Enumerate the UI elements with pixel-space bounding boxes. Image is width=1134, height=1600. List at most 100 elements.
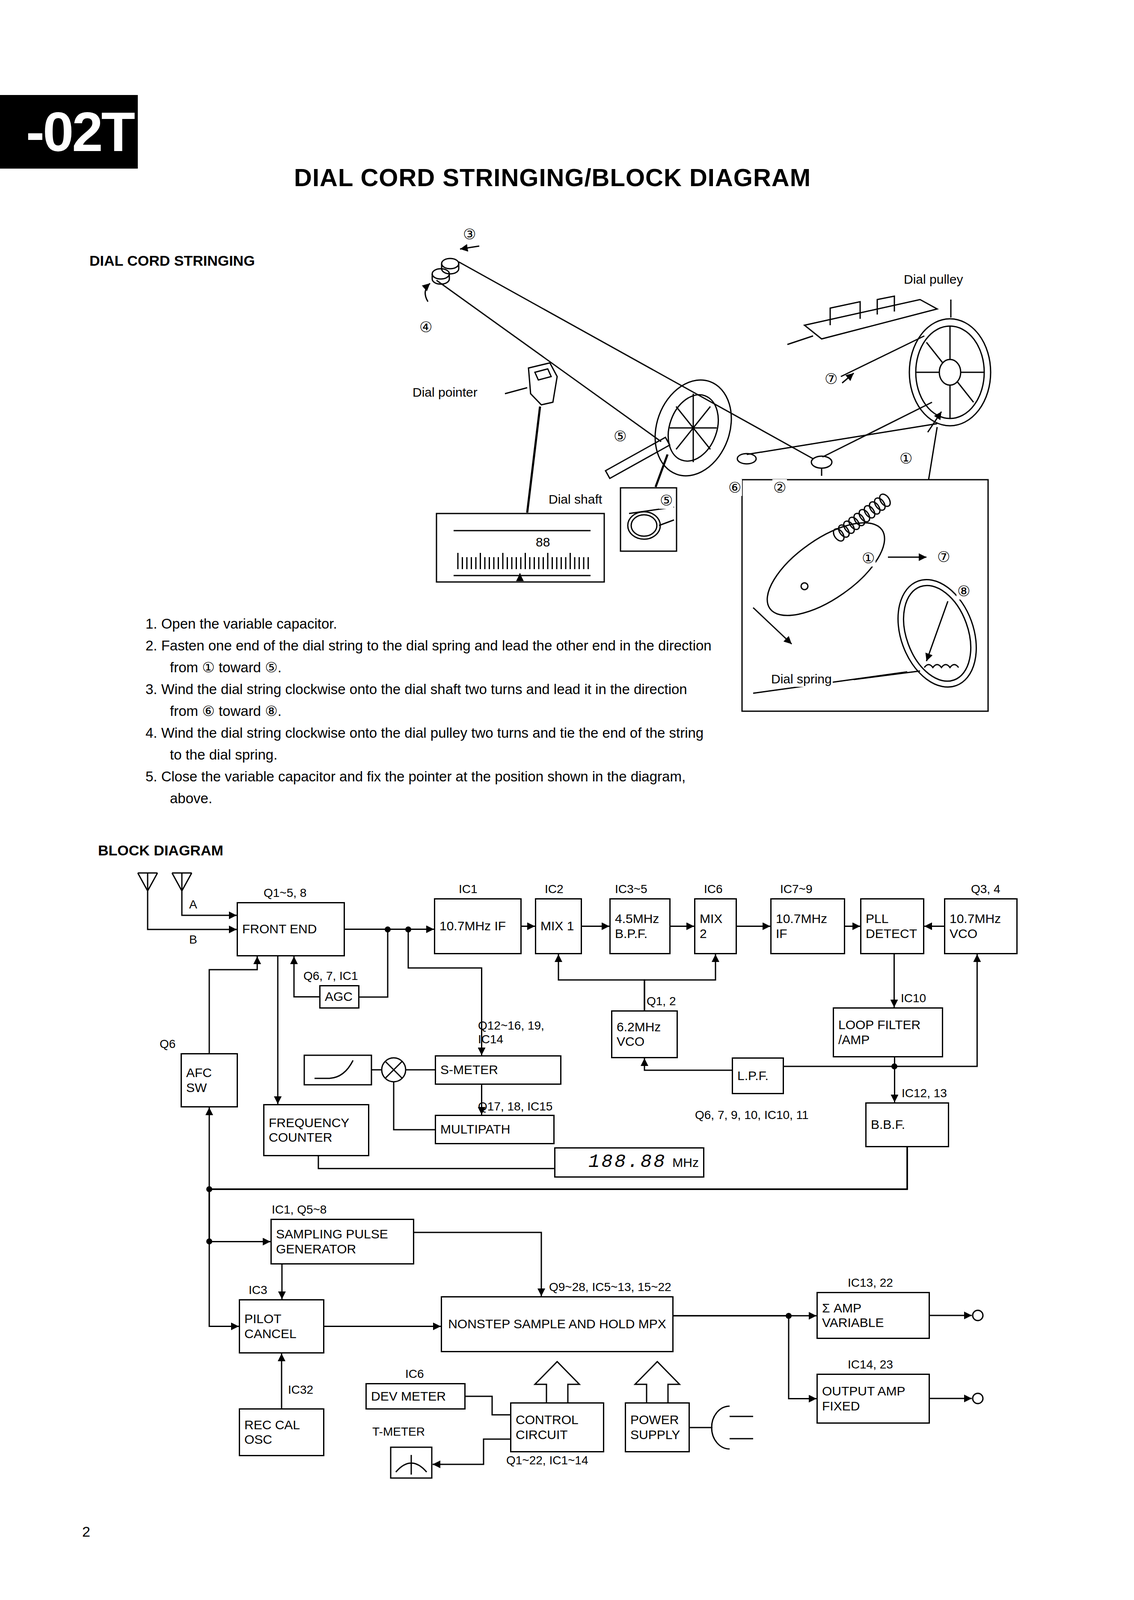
instruction-step: 1. Open the variable capacitor. — [145, 612, 715, 635]
scale-tick — [461, 557, 464, 570]
dial-pulley — [909, 318, 991, 426]
text-label: ⑤ — [659, 492, 674, 509]
scale-tick — [515, 557, 517, 570]
block-box: IC1, Q5~8SAMPLING PULSE GENERATOR — [270, 1218, 415, 1265]
signal-connector — [581, 925, 610, 927]
scale-tick — [488, 557, 490, 570]
signal-connector — [670, 925, 695, 927]
block-box: IC14, 23OUTPUT AMP FIXED — [816, 1373, 930, 1424]
block-label: SAMPLING PULSE GENERATOR — [276, 1226, 409, 1257]
text-label: B — [188, 932, 199, 947]
signal-connector — [673, 1315, 817, 1399]
block-box: IC6MIX 2 — [694, 898, 737, 955]
scale-tick — [587, 557, 589, 570]
text-label: Dial pulley — [902, 272, 964, 288]
block-label: PLL DETECT — [865, 911, 919, 942]
scale-tick — [533, 557, 535, 570]
t-meter-wire — [432, 1439, 511, 1465]
block-label: FREQUENCY COUNTER — [268, 1115, 364, 1146]
block-label: DEV METER — [371, 1389, 461, 1405]
part-ref: IC2 — [544, 882, 564, 897]
signal-connector — [414, 1232, 542, 1297]
instruction-list: 1. Open the variable capacitor.2. Fasten… — [145, 612, 715, 810]
shaft-inset — [620, 487, 677, 552]
chassis — [804, 299, 938, 339]
block-label: MHz — [672, 1155, 699, 1171]
meter-symbol — [304, 1055, 372, 1085]
multiplier-symbol — [385, 1061, 403, 1079]
dial-string — [822, 402, 933, 458]
text-label: Q6, 7, 9, 10, IC10, 11 — [694, 1108, 810, 1123]
scale-line — [453, 575, 591, 577]
block-label: 10.7MHz IF — [775, 911, 840, 942]
part-ref: IC13, 22 — [847, 1276, 894, 1290]
block-box: IC32REC CAL OSC — [238, 1408, 325, 1457]
dial-string — [436, 280, 662, 442]
block-label: FRONT END — [242, 921, 340, 937]
scale-tick — [560, 557, 562, 570]
chassis — [787, 335, 814, 345]
text-label: ① — [898, 450, 914, 467]
part-ref: Q12~16, 19, IC14 — [477, 1018, 560, 1047]
guide-pulley — [737, 453, 757, 464]
scale-ticks — [457, 552, 589, 570]
signal-connector — [893, 954, 895, 1008]
text-label: Dial shaft — [547, 492, 603, 508]
text-label: Dial pointer — [411, 385, 479, 401]
scale-tick — [484, 557, 486, 570]
instruction-step: 2. Fasten one end of the dial string to … — [145, 634, 715, 679]
scale-line — [453, 530, 591, 532]
dial-drum — [642, 369, 745, 487]
signal-connector — [644, 954, 716, 1011]
direction-arrow — [926, 601, 948, 662]
output-terminal — [972, 1310, 983, 1321]
scale-tick — [520, 557, 522, 570]
block-box: L.P.F. — [731, 1057, 784, 1095]
pointer-mark — [519, 573, 521, 581]
instruction-step: 3. Wind the dial string clockwise onto t… — [145, 678, 715, 722]
open-arrow — [534, 1361, 580, 1403]
block-box: POWER SUPPLY — [624, 1402, 690, 1453]
leader-line — [504, 387, 528, 394]
block-label: 4.5MHz B.P.F. — [614, 911, 665, 942]
pulley-hole — [801, 582, 808, 590]
open-arrow — [635, 1361, 680, 1403]
pulley-spokes — [915, 326, 985, 419]
block-box: IC3PILOT CANCEL — [238, 1299, 325, 1354]
block-box: IC2MIX 1 — [534, 898, 582, 955]
agc-wire — [359, 929, 388, 998]
signal-connector — [558, 954, 645, 1011]
string-loop — [627, 511, 661, 540]
dial-drum — [659, 387, 728, 469]
instruction-step: 5. Close the variable capacitor and fix … — [145, 765, 715, 810]
bracket — [830, 296, 895, 326]
part-ref: Q6 — [159, 1037, 176, 1051]
signal-connector — [644, 1058, 732, 1071]
signal-connector — [281, 1264, 283, 1300]
scale-tick — [457, 552, 459, 570]
block-label: 6.2MHz VCO — [616, 1019, 673, 1050]
part-ref: Q1, 2 — [646, 994, 676, 1009]
scale-tick — [479, 552, 481, 570]
part-ref: Q1~5, 8 — [263, 886, 307, 900]
scale-tick — [475, 557, 477, 570]
block-box: Q17, 18, IC15MULTIPATH — [434, 1114, 555, 1145]
signal-connector — [318, 1156, 555, 1169]
part-ref: IC7~9 — [780, 882, 813, 897]
multipath-wire — [393, 1081, 435, 1130]
signal-connector — [281, 1353, 283, 1409]
part-ref: Q9~28, IC5~13, 15~22 — [549, 1280, 672, 1295]
text-label: A — [188, 897, 199, 912]
block-box: Q6, 7, IC1AGC — [319, 985, 360, 1009]
instruction-step: 4. Wind the dial string clockwise onto t… — [145, 721, 715, 766]
t-meter-needle — [395, 1454, 427, 1475]
part-ref: Q17, 18, IC15 — [477, 1099, 553, 1114]
block-label: Σ AMP VARIABLE — [822, 1300, 925, 1331]
part-ref: Q6, 7, IC1 — [303, 969, 359, 983]
scale-tick — [529, 557, 531, 570]
part-ref: IC32 — [287, 1383, 314, 1397]
text-label: ⑦ — [936, 548, 951, 566]
block-box: Q1~5, 8FRONT END — [236, 902, 345, 957]
output-wire — [929, 1398, 972, 1400]
